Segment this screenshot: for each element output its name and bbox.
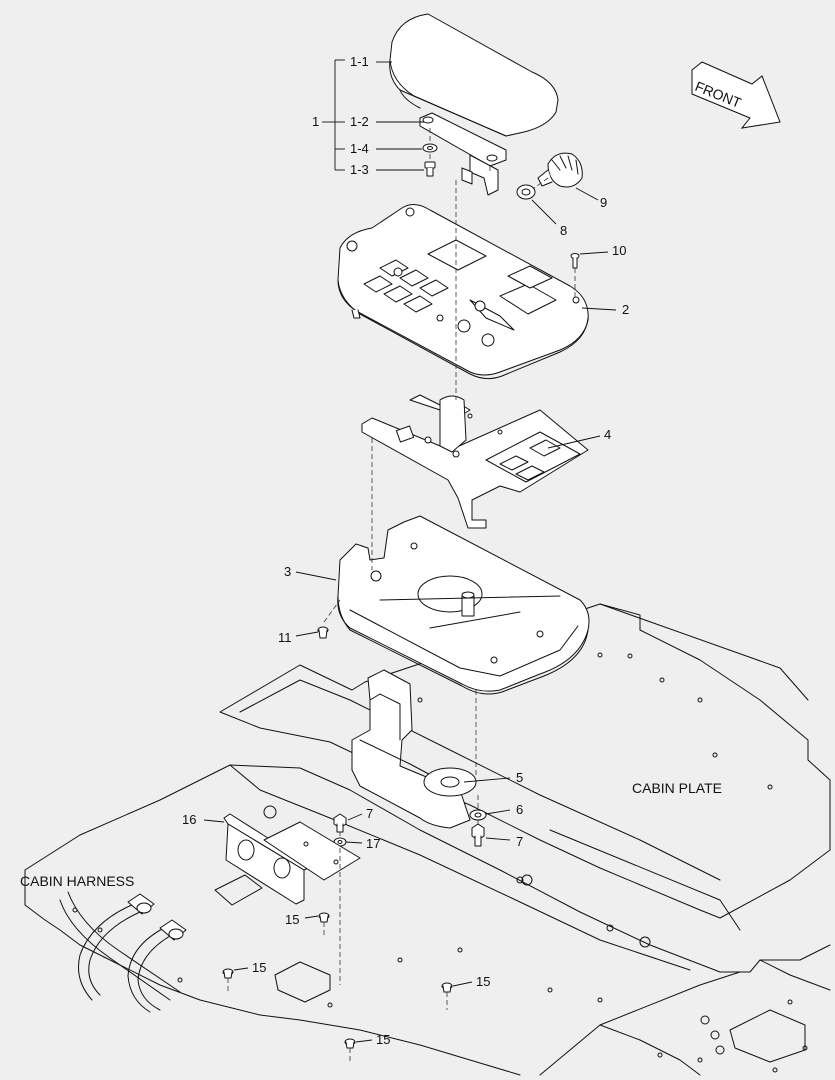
- callout-7-upper: 7: [366, 806, 374, 821]
- harness-bracket: [223, 813, 361, 905]
- bolt-7-lower: [471, 823, 485, 847]
- screw-10: [570, 253, 580, 269]
- callout-10: 10: [612, 243, 627, 258]
- callout-1-4: 1-4: [350, 141, 369, 156]
- callout-2: 2: [622, 302, 630, 317]
- bolt-15-b: [222, 968, 234, 979]
- cabin-harness-label: CABIN HARNESS: [20, 873, 135, 889]
- cabin-harness-cables: [59, 891, 181, 1013]
- callout-1: 1: [312, 114, 320, 129]
- armrest-pad: [389, 13, 559, 137]
- harness-grommets: [127, 893, 187, 941]
- callout-1-1: 1-1: [350, 54, 369, 69]
- callout-15-d: 15: [376, 1032, 391, 1047]
- washer-8: [516, 184, 536, 200]
- bolt-7-upper: [333, 813, 347, 833]
- callout-15-a: 15: [285, 912, 300, 927]
- callout-6: 6: [516, 802, 524, 817]
- washer-1-4: [422, 143, 438, 153]
- knob-9: [537, 152, 583, 188]
- callout-7-lower: 7: [516, 834, 524, 849]
- leader-lines: [203, 59, 617, 1043]
- callout-1-2: 1-2: [350, 114, 369, 129]
- washer-6: [469, 809, 487, 821]
- callout-3: 3: [284, 564, 292, 579]
- callout-5: 5: [516, 770, 524, 785]
- front-arrow: FRONT: [691, 61, 781, 129]
- cabin-floor-plate: [24, 764, 831, 1076]
- screw-11: [317, 626, 329, 639]
- upper-cover: [337, 204, 589, 380]
- assembly-lines: [227, 128, 576, 1064]
- bolt-15-a: [318, 912, 330, 923]
- callout-8: 8: [560, 223, 568, 238]
- lower-housing: [337, 515, 590, 695]
- support-bracket: [351, 669, 477, 829]
- cabin-plate-label: CABIN PLATE: [632, 780, 722, 796]
- callout-15-b: 15: [252, 960, 267, 975]
- bolt-1-3: [424, 161, 436, 177]
- mount-plate: [361, 394, 589, 529]
- callout-4: 4: [604, 427, 612, 442]
- callout-15-c: 15: [476, 974, 491, 989]
- callout-11: 11: [278, 630, 292, 645]
- callout-9: 9: [600, 195, 608, 210]
- callout-16: 16: [182, 812, 197, 827]
- callout-17: 17: [366, 836, 381, 851]
- bolt-15-c: [441, 982, 453, 993]
- armrest-bracket: [419, 112, 507, 196]
- bolt-15-d: [344, 1038, 356, 1049]
- callout-1-3: 1-3: [350, 162, 369, 177]
